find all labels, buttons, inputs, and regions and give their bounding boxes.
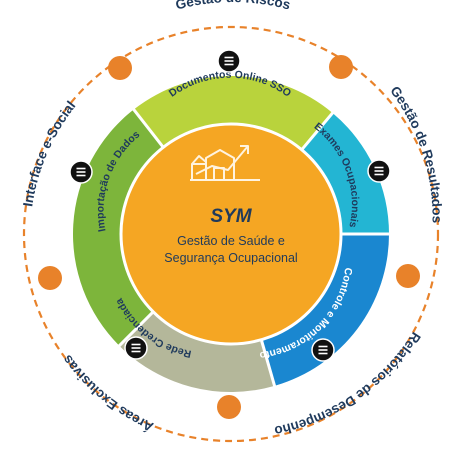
outer-label-gestao-riscos: Gestão de Riscos — [174, 0, 292, 13]
center-subtitle-line2: Segurança Ocupacional — [164, 251, 297, 265]
ring-node — [217, 395, 241, 419]
center-title: SYM — [210, 206, 252, 227]
menu-icon — [76, 167, 86, 177]
menu-button-documentos[interactable] — [217, 49, 241, 73]
outer-label-interface-esocial: Interface e-Social — [20, 98, 78, 207]
ring-node — [396, 264, 420, 288]
menu-icon — [131, 343, 141, 353]
menu-icon — [224, 56, 234, 66]
outer-label-gestao-resultados: Gestão de Resultados — [387, 83, 444, 223]
menu-icon — [374, 166, 384, 176]
menu-button-controle[interactable] — [311, 338, 335, 362]
menu-button-rede[interactable] — [124, 336, 148, 360]
segment-rede[interactable] — [119, 304, 275, 393]
outer-label-areas-exclusivas: Áreas Exclusivas — [60, 352, 156, 434]
segment-controle[interactable] — [258, 234, 389, 386]
center-subtitle-line1: Gestão de Saúde e — [177, 234, 285, 248]
menu-icon — [318, 345, 328, 355]
ring-node — [38, 266, 62, 290]
segment-exames[interactable] — [295, 112, 389, 234]
menu-button-importacao[interactable] — [69, 160, 93, 184]
outer-dashed-ring — [22, 25, 440, 443]
ring-node — [329, 55, 353, 79]
chart-growth-icon — [190, 145, 260, 181]
menu-button-exames[interactable] — [367, 159, 391, 183]
ring-node — [108, 56, 132, 80]
center-circle — [119, 122, 343, 346]
